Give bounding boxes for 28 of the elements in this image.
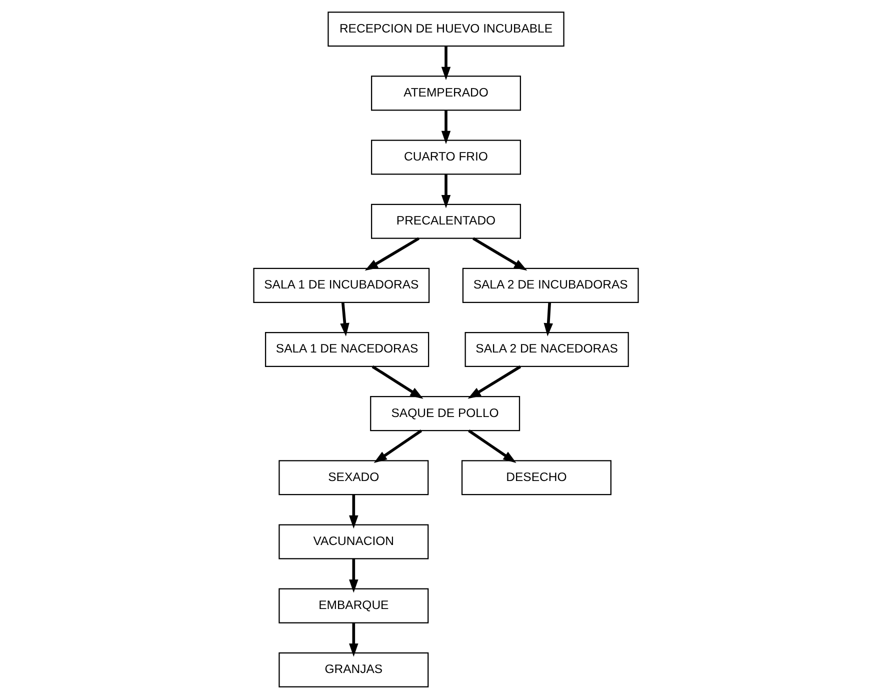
- node-box: SALA 1 DE NACEDORAS: [264, 332, 429, 368]
- node-box: VACUNACION: [278, 524, 428, 560]
- node-box: CUARTO FRIO: [370, 140, 520, 175]
- node-box: SALA 1 DE INCUBADORAS: [252, 268, 430, 303]
- arrow: [340, 302, 349, 336]
- arrow: [543, 302, 552, 336]
- arrow: [348, 494, 358, 529]
- arrow: [468, 430, 516, 464]
- node-box: ATEMPERADO: [370, 76, 520, 111]
- arrow: [467, 365, 521, 399]
- node-box: SEXADO: [278, 460, 428, 496]
- node-box: SALA 2 DE INCUBADORAS: [462, 268, 638, 303]
- arrow: [373, 430, 422, 464]
- node-box: SAQUE DE POLLO: [370, 396, 520, 432]
- arrow: [348, 623, 358, 657]
- arrow: [440, 174, 450, 208]
- arrow: [472, 237, 527, 271]
- node-box: RECEPCION DE HUEVO INCUBABLE: [327, 12, 564, 47]
- arrow: [440, 110, 450, 144]
- arrow: [364, 237, 420, 271]
- node-box: SALA 2 DE NACEDORAS: [464, 332, 628, 368]
- node-box: DESECHO: [460, 460, 611, 496]
- arrow: [348, 559, 358, 593]
- arrow: [440, 46, 450, 80]
- node-box: EMBARQUE: [278, 588, 428, 624]
- node-box: GRANJAS: [278, 652, 428, 688]
- node-box: PRECALENTADO: [370, 204, 520, 239]
- arrow: [371, 365, 423, 399]
